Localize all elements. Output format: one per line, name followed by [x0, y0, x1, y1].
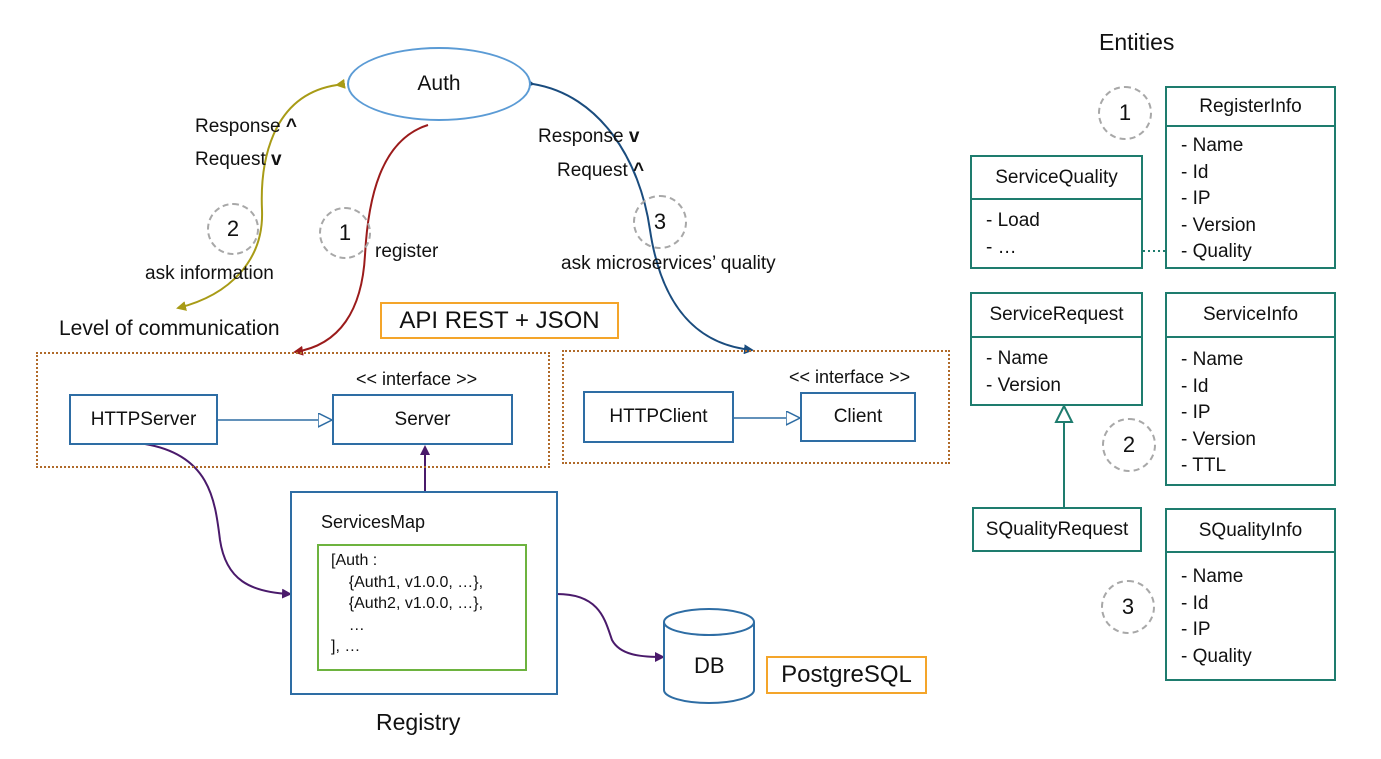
httpserver-label: HTTPServer	[90, 408, 197, 430]
registerinfo-field: - Quality	[1181, 241, 1252, 262]
step-1-marker: 1	[319, 207, 371, 259]
api-rest-json-text: API REST + JSON	[399, 306, 600, 334]
left-request-arrow: v	[271, 149, 282, 170]
entity-step-3-marker: 3	[1101, 580, 1155, 634]
db-cylinder	[663, 608, 755, 704]
inheritance-arrowhead	[1054, 403, 1074, 423]
map-line: [Auth :	[331, 552, 378, 569]
right-request-arrow: ^	[633, 160, 645, 181]
db-label: DB	[694, 653, 725, 678]
server-interface-box: Server	[332, 394, 513, 445]
client-interface-label: Client	[833, 406, 883, 427]
map-line: …	[331, 616, 365, 634]
registry-label: Registry	[376, 709, 461, 735]
entity-step-1-marker: 1	[1098, 86, 1152, 140]
servicequality-field: - …	[986, 236, 1017, 258]
servicequality-field: - Load	[986, 210, 1040, 231]
ask-information-caption: ask information	[145, 263, 274, 284]
client-interface-stereotype: << interface >>	[789, 367, 911, 387]
map-line: {Auth2, v1.0.0, …},	[331, 595, 484, 612]
level-of-communication-label: Level of communication	[59, 317, 280, 340]
left-request-label: Request	[195, 149, 272, 170]
serviceinfo-field: - TTL	[1181, 455, 1227, 476]
entity-step-2-number: 2	[1122, 432, 1136, 457]
squalityinfo-field: - Id	[1181, 592, 1209, 614]
entity-step-2-marker: 2	[1102, 418, 1156, 472]
server-interface-stereotype: << interface >>	[356, 369, 478, 389]
step-3-number: 3	[653, 209, 667, 234]
auth-node: Auth	[347, 47, 531, 121]
left-request-text: Request v	[195, 150, 282, 169]
right-response-text: Response v	[538, 127, 639, 146]
squalityrequest-title: SQualityRequest	[985, 518, 1129, 540]
api-rest-json-label: API REST + JSON	[380, 302, 619, 339]
httpserver-box: HTTPServer	[69, 394, 218, 445]
entities-title: Entities	[1099, 29, 1175, 55]
registerinfo-field: - Name	[1181, 135, 1244, 156]
client-interface-box: Client	[800, 392, 916, 442]
ask-quality-caption: ask microservices’ quality	[561, 253, 776, 274]
ask-information-arrow	[176, 78, 346, 311]
server-interface-label: Server	[394, 408, 451, 430]
step-3-marker: 3	[633, 195, 687, 249]
squalityinfo-field: - Quality	[1181, 645, 1252, 667]
registerinfo-title: RegisterInfo	[1199, 95, 1302, 117]
squalityinfo-field: - Name	[1181, 566, 1244, 587]
serviceinfo-field: - Version	[1181, 428, 1256, 450]
servicequality-entity: ServiceQuality - Load - …	[970, 155, 1143, 269]
registerinfo-field: - Id	[1181, 161, 1209, 183]
servicerequest-field: - Version	[986, 374, 1061, 396]
left-response-label: Response	[195, 116, 286, 137]
step-2-marker: 2	[207, 203, 259, 255]
step-2-number: 2	[226, 216, 240, 241]
servicequality-title: ServiceQuality	[995, 166, 1118, 188]
httpserver-to-registry-arrow	[144, 443, 292, 599]
register-arrow	[293, 124, 429, 356]
registerinfo-field: - IP	[1181, 188, 1211, 209]
map-line: {Auth1, v1.0.0, …},	[331, 573, 484, 591]
servicerequest-entity: ServiceRequest - Name - Version	[970, 292, 1143, 406]
services-map-contents: [Auth : {Auth1, v1.0.0, …}, {Auth2, v1.0…	[317, 544, 527, 671]
serviceinfo-field: - IP	[1181, 402, 1211, 423]
register-caption: register	[375, 241, 439, 262]
registerinfo-field: - Version	[1181, 214, 1256, 236]
serviceinfo-title: ServiceInfo	[1202, 304, 1299, 325]
squalityinfo-title: SQualityInfo	[1198, 519, 1303, 541]
right-request-label: Request	[557, 160, 634, 181]
httpclient-box: HTTPClient	[583, 391, 734, 443]
servicerequest-field: - Name	[986, 348, 1049, 369]
entity-step-1-number: 1	[1118, 100, 1132, 125]
squalityrequest-entity: SQualityRequest	[972, 507, 1142, 552]
squalityinfo-field: - IP	[1181, 619, 1211, 640]
registerinfo-entity: RegisterInfo - Name - Id - IP - Version …	[1165, 86, 1336, 269]
entity-step-3-number: 3	[1121, 594, 1135, 619]
map-line: ], …	[331, 638, 361, 655]
server-interface-group	[36, 352, 550, 468]
postgresql-label: PostgreSQL	[766, 656, 927, 694]
squalityinfo-entity: SQualityInfo - Name - Id - IP - Quality	[1165, 508, 1336, 681]
registry-to-db-arrow	[556, 593, 665, 662]
right-response-label: Response	[538, 126, 629, 147]
right-request-text: Request ^	[557, 161, 644, 180]
servicerequest-title: ServiceRequest	[989, 304, 1124, 325]
step-1-number: 1	[338, 220, 352, 245]
left-response-text: Response ^	[195, 117, 297, 136]
auth-label: Auth	[417, 72, 461, 95]
left-response-arrow: ^	[285, 116, 297, 137]
postgresql-text: PostgreSQL	[781, 661, 912, 688]
serviceinfo-field: - Id	[1181, 375, 1209, 397]
serviceinfo-entity: ServiceInfo - Name - Id - IP - Version -…	[1165, 292, 1336, 486]
client-interface-group	[562, 350, 950, 464]
httpclient-label: HTTPClient	[609, 406, 708, 427]
right-response-arrow: v	[628, 126, 640, 147]
serviceinfo-field: - Name	[1181, 349, 1244, 370]
services-map-title: ServicesMap	[321, 512, 426, 532]
